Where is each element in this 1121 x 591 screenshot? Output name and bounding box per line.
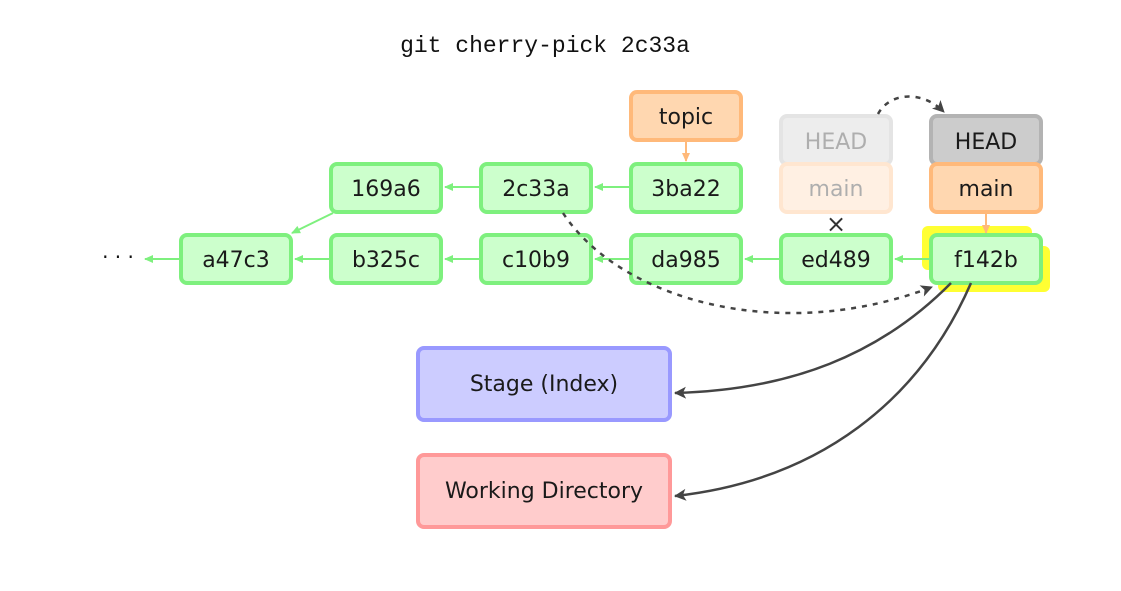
commit-169a6: 169a6 [329,162,443,214]
commit-b325c: b325c [329,233,443,285]
arrow-to-working-directory [674,282,973,501]
old-head-main-group: HEAD main [779,114,893,214]
stage-index-box: Stage (Index) [416,346,672,422]
head-move-arrow [876,95,945,115]
old-head-label: HEAD [805,130,867,155]
new-head-label: HEAD [955,130,1017,155]
arrow-to-stage [674,282,952,399]
commit-c10b9: c10b9 [479,233,593,285]
commit-label: a47c3 [202,248,270,273]
commit-2c33a: 2c33a [479,162,593,214]
commit-label: da985 [651,248,720,273]
new-main-ref: main [929,162,1043,214]
commit-label: f142b [954,248,1018,273]
commit-f142b: f142b [929,233,1043,285]
removed-marker: × [826,210,846,238]
dashed-arrows [561,95,945,315]
commit-label: 169a6 [351,177,420,202]
commit-parent-arrows [144,183,930,263]
topic-branch-ref: topic [629,90,743,142]
old-head-ref: HEAD [779,114,893,166]
stage-label: Stage (Index) [470,372,618,397]
commit-a47c3: a47c3 [179,233,293,285]
ref-arrows [682,140,990,234]
working-directory-label: Working Directory [445,479,643,504]
commit-label: b325c [352,248,420,273]
new-main-label: main [959,177,1014,202]
arrow-169a6-a47c3 [291,212,334,234]
working-directory-box: Working Directory [416,453,672,529]
checkout-arrows [674,282,973,501]
commit-ed489: ed489 [779,233,893,285]
history-ellipsis: · · · [102,245,134,269]
commit-label: ed489 [801,248,871,273]
new-head-ref: HEAD [929,114,1043,166]
cherry-pick-copy-arrow [561,212,933,315]
commit-3ba22: 3ba22 [629,162,743,214]
commit-label: 3ba22 [651,177,720,202]
commit-label: 2c33a [502,177,570,202]
topic-label: topic [659,105,713,130]
old-main-ref: main [779,162,893,214]
commit-label: c10b9 [502,248,570,273]
old-main-label: main [809,177,864,202]
command-title: git cherry-pick 2c33a [400,33,690,59]
commit-da985: da985 [629,233,743,285]
